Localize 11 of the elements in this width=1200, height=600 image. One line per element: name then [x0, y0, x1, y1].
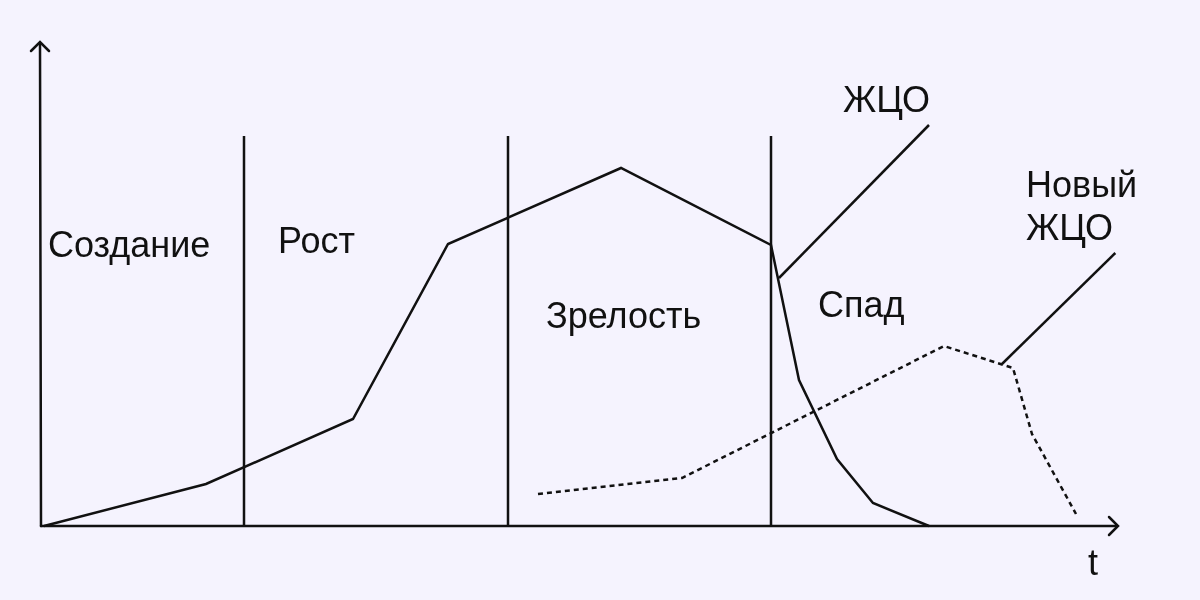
stage-label: Зрелость: [546, 294, 702, 338]
new-cycle-curve: [537, 344, 1078, 515]
axis-label: t: [1088, 541, 1098, 585]
stage-label: Спад: [818, 283, 905, 327]
leader-line: [1001, 252, 1117, 365]
stage-label: Создание: [48, 223, 211, 267]
curve-label: ЖЦО: [839, 74, 935, 126]
stage-label: Рост: [278, 219, 355, 263]
leader-line: [778, 124, 930, 279]
life-cycle-curve: [43, 166, 930, 528]
curve-label: Новый ЖЦО: [1022, 159, 1142, 254]
